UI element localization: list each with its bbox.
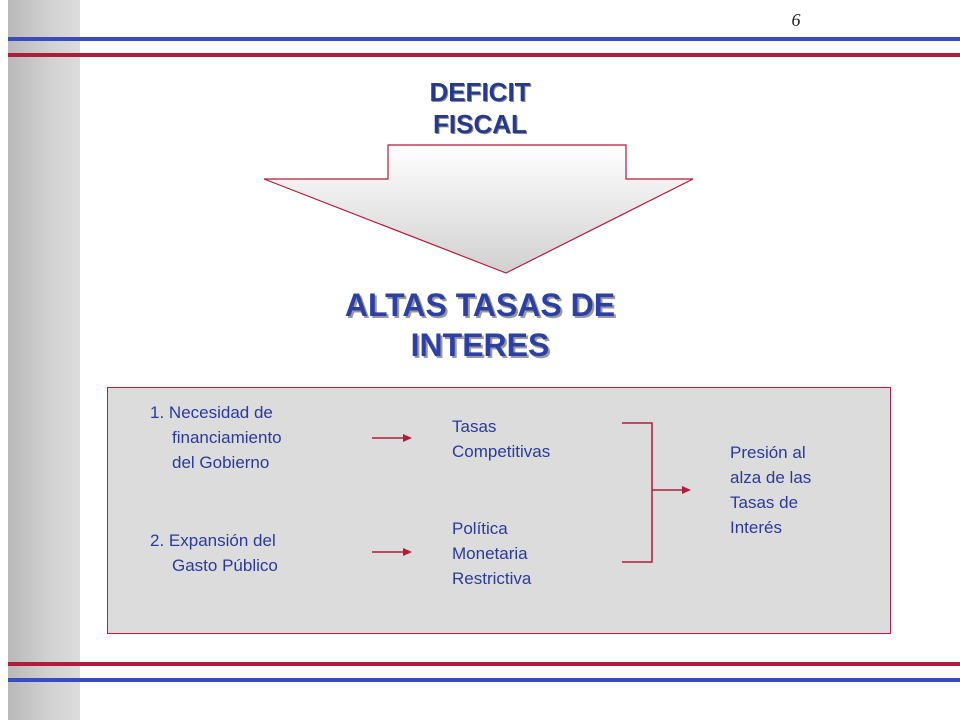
causes-effects-panel: [107, 387, 891, 634]
altas-tasas-title: ALTAS TASAS DE INTERES: [0, 285, 960, 365]
header-rule-red: [8, 53, 960, 57]
cause-1-number: 1.: [150, 403, 165, 422]
down-arrow-icon: [263, 144, 694, 274]
page-number: 6: [791, 10, 801, 30]
cause-2-number: 2.: [150, 531, 165, 550]
cause-1-line2: financiamiento: [172, 428, 282, 447]
cause-2: 2. Expansión del Gasto Público: [150, 528, 278, 578]
outcome-line4: Interés: [730, 518, 782, 537]
effect-1-line1: Tasas: [452, 417, 497, 436]
effect-2: Política Monetaria Restrictiva: [452, 516, 531, 591]
arrow-head-2-icon: [403, 548, 412, 556]
outcome-line3: Tasas de: [730, 493, 799, 512]
effect-2-line2: Monetaria: [452, 544, 528, 563]
outcome-line2: alza de las: [730, 468, 812, 487]
deficit-title-line1: DEFICIT: [429, 77, 531, 107]
result-title-line2: INTERES: [410, 327, 550, 363]
cause-1-line1: Necesidad de: [168, 403, 273, 422]
outcome-line1: Presión al: [730, 443, 806, 462]
arrow-head-3-icon: [682, 486, 691, 494]
cause-2-line2: Gasto Público: [172, 556, 278, 575]
cause-1-line3: del Gobierno: [172, 453, 270, 472]
side-bar: [8, 0, 80, 720]
result-title-line1: ALTAS TASAS DE: [344, 287, 616, 323]
effect-2-line3: Restrictiva: [452, 569, 532, 588]
cause-1: 1. Necesidad de financiamiento del Gobie…: [150, 400, 282, 475]
footer-rule-blue: [8, 678, 960, 682]
footer-rule-red: [8, 662, 960, 666]
bracket: [622, 422, 653, 563]
deficit-title-line2: FISCAL: [433, 109, 527, 139]
effect-1: Tasas Competitivas: [452, 414, 550, 464]
arrow-head-1-icon: [403, 434, 412, 442]
cause-2-line1: Expansión del: [168, 531, 276, 550]
effect-1-line2: Competitivas: [452, 442, 551, 461]
effect-2-line1: Política: [452, 519, 508, 538]
outcome: Presión al alza de las Tasas de Interés: [730, 440, 811, 540]
header-rule-blue: [8, 37, 960, 41]
deficit-fiscal-title: DEFICIT FISCAL: [0, 76, 960, 140]
